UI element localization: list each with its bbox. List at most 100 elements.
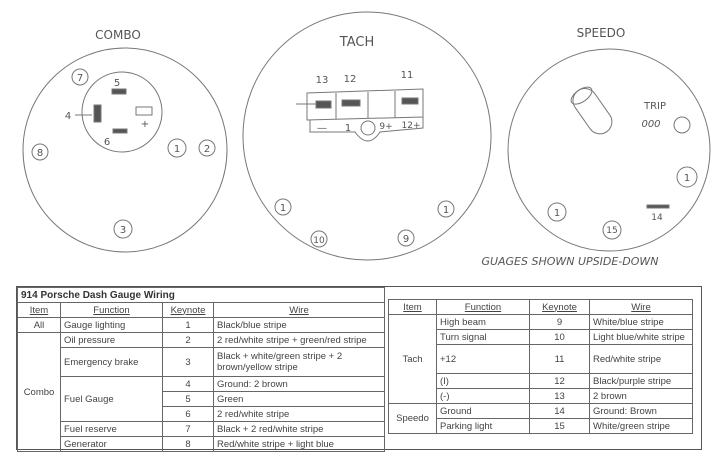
tach-gauge: TACH 13 12 11 — 1 9+ 12+ 1 10 9 1 [242, 11, 492, 261]
keynote-cell: 2 [162, 332, 214, 348]
wire-cell: Black + white/green stripe + 2 brown/yel… [213, 347, 385, 377]
keynote-15: 15 [606, 226, 617, 236]
function-cell: Parking light [436, 418, 530, 434]
combo-gauge: COMBO 7 5 4 6 + 8 1 2 3 [22, 28, 228, 253]
header-keynote: Keynote [529, 299, 590, 315]
header-item: Item [388, 299, 437, 315]
keynote-13: 13 [316, 75, 329, 86]
function-cell: (-) [436, 388, 530, 404]
terminal-plus [135, 106, 153, 116]
function-cell: Fuel reserve [60, 421, 163, 437]
wire-cell: Black/blue stripe [213, 317, 385, 333]
header-function: Function [436, 299, 530, 315]
wire-cell: Ground: 2 brown [213, 376, 385, 392]
terminal-5 [111, 88, 127, 95]
wire-cell: Light blue/white stripe [589, 329, 693, 345]
function-cell: Gauge lighting [60, 317, 163, 333]
function-cell: Ground [436, 403, 530, 419]
caption: GUAGES SHOWN UPSIDE-DOWN [481, 255, 658, 268]
speedo-gauge: SPEEDO TRIP 000 1 1 15 14 [507, 26, 711, 252]
gauge-diagrams: COMBO 7 5 4 6 + 8 1 2 3 TACH 13 [22, 11, 711, 268]
wire-cell: White/blue stripe [589, 314, 693, 330]
wiring-table-left: 914 Porsche Dash Gauge Wiring Item Funct… [17, 287, 385, 452]
item-cell: Combo [17, 332, 61, 452]
tach-connector-tab [309, 117, 424, 142]
wire-cell: Red/white stripe [589, 344, 693, 374]
keynote-2: 2 [204, 144, 210, 155]
keynote-4: 4 [65, 111, 71, 122]
header-function: Function [60, 302, 163, 318]
wire-cell: White/green stripe [589, 418, 693, 434]
function-cell: Turn signal [436, 329, 530, 345]
item-cell: Speedo [388, 403, 437, 434]
speedo-outline [507, 48, 711, 252]
minus-terminal-label: — [317, 123, 327, 134]
keynote-1: 1 [280, 203, 286, 214]
function-cell: (I) [436, 373, 530, 389]
item-cell: All [17, 317, 61, 333]
wire-cell: Black + 2 red/white stripe [213, 421, 385, 437]
function-cell: +12 [436, 344, 530, 374]
keynote-1: 1 [554, 208, 560, 219]
table-title: 914 Porsche Dash Gauge Wiring [17, 287, 385, 303]
keynote-1: 1 [174, 144, 180, 155]
keynote-8: 8 [37, 148, 43, 159]
keynote-6: 6 [104, 137, 110, 148]
function-cell: Oil pressure [60, 332, 163, 348]
keynote-12: 12 [344, 74, 357, 85]
keynote-cell: 3 [162, 347, 214, 377]
keynote-cell: 1 [162, 317, 214, 333]
keynote-cell: 7 [162, 421, 214, 437]
terminal-4 [93, 104, 102, 123]
keynote-7: 7 [77, 73, 83, 84]
wire-cell: Red/white stripe + light blue [213, 436, 385, 452]
trip-label: TRIP [643, 101, 666, 112]
function-cell: Generator [60, 436, 163, 452]
wire-cell: 2 red/white stripe + green/red stripe [213, 332, 385, 348]
keynote-14: 14 [651, 213, 663, 223]
header-item: Item [17, 302, 61, 318]
keynote-cell: 8 [162, 436, 214, 452]
keynote-cell: 14 [529, 403, 590, 419]
keynote-cell: 4 [162, 376, 214, 392]
header-wire: Wire [589, 299, 693, 315]
tach-title: TACH [339, 35, 374, 50]
wire-cell: 2 red/white stripe [213, 406, 385, 422]
combo-outline [22, 47, 228, 253]
keynote-cell: 11 [529, 344, 590, 374]
twelve-plus-label: 12+ [402, 121, 421, 131]
tach-outline [242, 11, 492, 261]
keynote-1: 1 [684, 173, 690, 184]
wire-cell: Ground: Brown [589, 403, 693, 419]
keynote-cell: 12 [529, 373, 590, 389]
keynote-cell: 9 [529, 314, 590, 330]
bulb-icon [570, 86, 613, 135]
keynote-5: 5 [114, 78, 120, 89]
header-wire: Wire [213, 302, 385, 318]
function-cell: High beam [436, 314, 530, 330]
function-cell: Fuel Gauge [60, 376, 163, 422]
keynote-1: 1 [443, 205, 449, 216]
odometer-label: 000 [641, 119, 660, 130]
keynote-10: 10 [313, 236, 325, 246]
keynote-cell: 6 [162, 406, 214, 422]
keynote-cell: 10 [529, 329, 590, 345]
keynote-cell: 15 [529, 418, 590, 434]
keynote-3: 3 [120, 225, 126, 236]
function-cell: Emergency brake [60, 347, 163, 377]
plus-label: + [141, 119, 149, 130]
